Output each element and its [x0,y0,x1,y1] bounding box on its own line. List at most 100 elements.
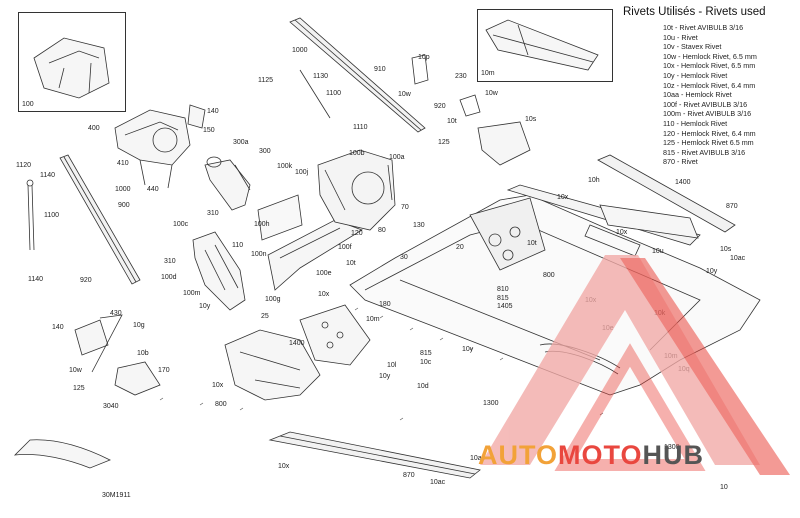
callout-label: 10t [527,240,537,247]
callout-label: 10m [366,316,380,323]
callout-label: 920 [434,103,446,110]
inset-callout: 10m [481,70,495,77]
callout-label: 1130 [313,73,329,80]
callout-label: 100g [265,296,281,303]
callout-label: 920 [80,277,92,284]
callout-label: 80 [378,227,386,234]
legend-item: 110 - Hemlock Rivet [663,118,728,128]
callout-label: 10y [462,346,474,353]
watermark-hub: HUB [642,440,705,470]
callout-label: 430 [110,310,122,317]
callout-label: 10c [420,359,432,366]
callout-label: 100k [277,163,293,170]
callout-label: 25 [261,313,269,320]
callout-label: 100e [316,270,332,277]
callout-label: 100m [183,290,201,297]
callout-label: 10t [346,260,356,267]
callout-label: 100f [338,244,352,251]
callout-label: 100c [173,221,189,228]
callout-label: 10ac [730,255,746,262]
callout-label: 10x [616,229,628,236]
callout-label: 10g [133,322,145,329]
callout-label: 410 [117,160,129,167]
callout-label: 10y [199,303,211,310]
callout-label: 10l [387,362,397,369]
callout-label: 100j [295,169,309,176]
callout-label: 10p [418,54,430,61]
legend-item: 10z - Hemlock Rivet, 6.4 mm [663,80,756,90]
callout-label: 10w [398,91,411,98]
callout-label: 140 [52,324,64,331]
legend-item: 125 - Hemlock Rivet 6.5 mm [663,138,754,148]
callout-label: 10u [652,248,664,255]
legend-item: 10x - Hemlock Rivet, 6.5 mm [663,61,756,71]
callout-label: 100h [254,221,270,228]
callout-label: 800 [215,401,227,408]
callout-label: 150 [203,127,215,134]
callout-label: 180 [379,301,391,308]
watermark-moto: MOTO [558,440,643,470]
callout-label: 10y [379,373,391,380]
callout-label: 910 [374,66,386,73]
callout-label: 1125 [258,77,274,84]
callout-label: 10t [447,118,457,125]
callout-label: 1100 [326,90,342,97]
callout-label: 10ac [470,455,486,462]
callout-label: 1110 [353,124,368,131]
callout-label: 10y [706,268,718,275]
legend-title: Rivets Utilisés - Rivets used [623,6,766,18]
callout-label: 230 [455,73,467,80]
legend-item: 10t - Rivet AVIBULB 3/16 [663,23,744,32]
reference-code: 30M1911 [102,492,131,499]
callout-label: 870 [726,203,738,210]
callout-label: 10ac [430,479,446,486]
callout-label: 170 [158,367,170,374]
legend-item: 10y - Hemlock Rivet [663,70,728,80]
callout-label: 310 [207,210,219,217]
callout-label: 1000 [292,47,308,54]
callout-label: 1140 [40,172,56,179]
callout-label: 100n [251,251,267,258]
legend-list: 10t - Rivet AVIBULB 3/16 10u - Rivet 10v… [623,23,795,167]
callout-label: 1300 [483,400,499,407]
callout-label: 810 [497,286,509,293]
callout-label: 125 [438,139,450,146]
callout-label: 10x [318,291,330,298]
callout-label: 10w [485,90,498,97]
callout-label: 440 [147,186,159,193]
callout-label: 10s [525,116,537,123]
callout-label: 10d [417,383,429,390]
callout-label: 130 [413,222,425,229]
callout-label: 1405 [497,303,513,310]
callout-label: 20 [456,244,464,251]
watermark-auto: AUTO [478,440,559,470]
callout-label: 140 [207,108,219,115]
callout-label: 125 [73,385,85,392]
callout-label: 1000 [115,186,131,193]
callout-label: 1140 [28,276,44,283]
callout-label: 10 [720,484,728,491]
legend-item: 10aa - Hemlock Rivet [663,90,732,100]
callout-label: 3040 [103,403,119,410]
callout-label: 1400 [675,179,691,186]
callout-label: 100b [349,150,365,157]
callout-label: 800 [543,272,555,279]
rivet-legend: Rivets Utilisés - Rivets used 10t - Rive… [623,6,795,167]
callout-label: 1400 [289,340,305,347]
legend-item: 10w - Hemlock Rivet, 6.5 mm [663,51,757,61]
callout-label: 100a [389,154,405,161]
callout-label: 10x [278,463,290,470]
callout-label: 10x [557,194,569,201]
inset-callout: 100 [22,101,34,108]
watermark-text: AUTOMOTOHUB [478,440,704,471]
callout-label: 300 [259,148,271,155]
watermark-logo-icon [480,255,790,475]
callout-label: 10x [212,382,224,389]
callout-label: 110 [232,242,244,249]
callout-label: 815 [420,350,432,357]
legend-item: 10v - Stavex Rivet [663,42,722,52]
callout-label: 10h [588,177,600,184]
callout-label: 870 [403,472,415,479]
legend-item: 100m - Rivet AVIBULB 3/16 [663,109,752,119]
